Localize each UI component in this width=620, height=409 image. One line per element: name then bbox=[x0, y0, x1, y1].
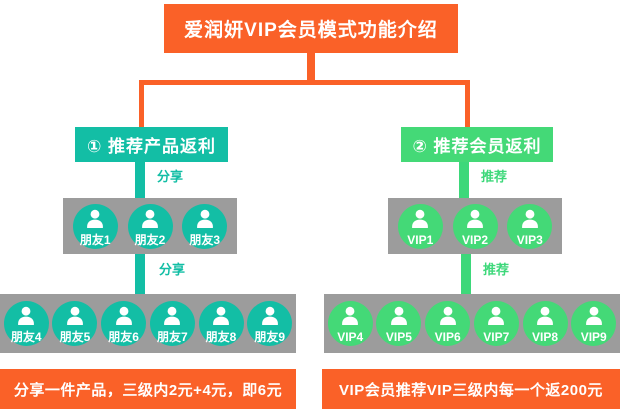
member-label: 朋友6 bbox=[108, 330, 139, 344]
member-circle: 朋友6 bbox=[101, 301, 147, 346]
edge-bar-right-2 bbox=[461, 254, 471, 294]
member-circle: 朋友1 bbox=[72, 203, 118, 249]
connector-title-stub bbox=[307, 53, 315, 84]
person-icon bbox=[63, 304, 87, 328]
member-label: VIP4 bbox=[337, 330, 364, 344]
member-label: VIP1 bbox=[407, 232, 434, 247]
member-label: 朋友8 bbox=[205, 330, 237, 344]
vip-row-1: VIP1 VIP2 VIP3 bbox=[388, 198, 562, 254]
person-icon bbox=[83, 207, 107, 231]
member-circle: 朋友4 bbox=[3, 301, 49, 346]
edge-label-share-1: 分享 bbox=[157, 169, 184, 184]
connector-left-drop bbox=[139, 80, 144, 128]
connector-horizontal bbox=[139, 80, 470, 85]
member-circle: VIP3 bbox=[507, 203, 553, 249]
summary-member-rebate: VIP会员推荐VIP三级内每一个返200元 bbox=[322, 369, 620, 409]
member-label: VIP3 bbox=[516, 232, 543, 247]
friends-row-1: 朋友1 朋友2 朋友3 bbox=[63, 198, 237, 254]
member-label: VIP2 bbox=[461, 232, 489, 247]
edge-label-share-2: 分享 bbox=[159, 262, 186, 277]
person-icon bbox=[14, 304, 38, 328]
connector-right-drop bbox=[465, 80, 470, 128]
person-icon bbox=[484, 304, 508, 328]
member-label: 朋友2 bbox=[134, 232, 166, 247]
member-label: VIP6 bbox=[434, 330, 461, 344]
person-icon bbox=[258, 304, 282, 328]
member-circle: 朋友8 bbox=[198, 301, 244, 346]
person-icon bbox=[338, 304, 362, 328]
member-label: VIP8 bbox=[532, 330, 559, 344]
member-label: 朋友1 bbox=[79, 232, 111, 247]
person-icon bbox=[518, 207, 542, 231]
member-label: 朋友4 bbox=[10, 330, 42, 344]
branch-heading-product-rebate: ① 推荐产品返利 bbox=[75, 127, 228, 162]
person-icon bbox=[408, 207, 432, 231]
friends-row-2: 朋友4 朋友5 朋友6 朋友7 朋友8 朋友9 bbox=[0, 294, 296, 353]
summary-product-rebate: 分享一件产品，三级内2元+4元，即6元 bbox=[0, 369, 296, 409]
diagram-title: 爱润妍VIP会员模式功能介绍 bbox=[164, 4, 458, 53]
member-label: 朋友9 bbox=[254, 330, 286, 344]
person-icon bbox=[463, 207, 487, 231]
member-circle: 朋友2 bbox=[127, 203, 173, 249]
member-circle: VIP8 bbox=[522, 301, 568, 346]
branch-heading-member-rebate: ② 推荐会员返利 bbox=[401, 127, 553, 162]
member-circle: 朋友9 bbox=[247, 301, 293, 346]
member-label: 朋友5 bbox=[59, 330, 91, 344]
person-icon bbox=[387, 304, 411, 328]
member-label: 朋友7 bbox=[156, 330, 188, 344]
person-icon bbox=[112, 304, 136, 328]
member-circle: VIP9 bbox=[571, 301, 617, 346]
member-circle: VIP2 bbox=[452, 203, 498, 249]
member-circle: VIP7 bbox=[473, 301, 519, 346]
member-label: VIP7 bbox=[483, 330, 510, 344]
edge-label-recommend-2: 推荐 bbox=[483, 262, 510, 277]
member-circle: VIP4 bbox=[327, 301, 373, 346]
person-icon bbox=[193, 207, 217, 231]
member-circle: VIP6 bbox=[425, 301, 471, 346]
person-icon bbox=[138, 207, 162, 231]
member-circle: 朋友5 bbox=[52, 301, 98, 346]
edge-bar-left-1 bbox=[135, 162, 145, 198]
member-circle: 朋友3 bbox=[182, 203, 228, 249]
member-label: 朋友3 bbox=[189, 232, 221, 247]
person-icon bbox=[160, 304, 184, 328]
edge-bar-left-2 bbox=[135, 254, 145, 294]
vip-row-2: VIP4 VIP5 VIP6 VIP7 VIP8 VIP9 bbox=[324, 294, 620, 353]
edge-bar-right-1 bbox=[459, 162, 469, 198]
person-icon bbox=[533, 304, 557, 328]
edge-label-recommend-1: 推荐 bbox=[481, 169, 508, 184]
member-circle: 朋友7 bbox=[149, 301, 195, 346]
person-icon bbox=[209, 304, 233, 328]
member-label: VIP5 bbox=[385, 330, 412, 344]
member-label: VIP9 bbox=[580, 330, 607, 344]
person-icon bbox=[582, 304, 606, 328]
member-circle: VIP1 bbox=[397, 203, 443, 249]
member-circle: VIP5 bbox=[376, 301, 422, 346]
person-icon bbox=[436, 304, 460, 328]
